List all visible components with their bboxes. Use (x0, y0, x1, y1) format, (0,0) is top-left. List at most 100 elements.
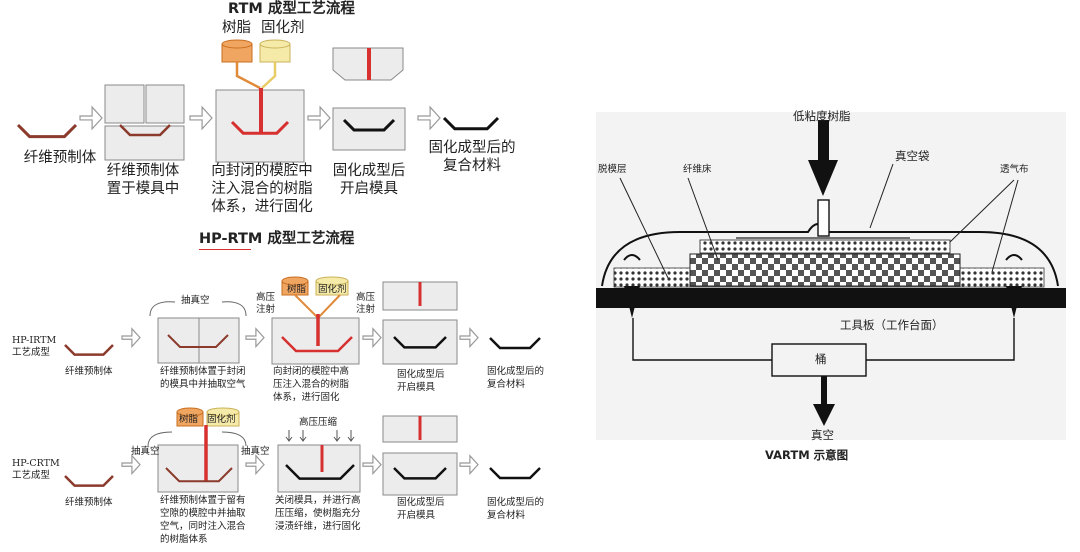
irtm-pressure-left-line1: 高压 (256, 292, 276, 303)
rtm-resin-line (235, 62, 261, 90)
vartm-inlet-tube (817, 199, 830, 237)
irtm-pressure-right-line1: 高压 (356, 292, 376, 303)
irtm-step-3-label-line3: 体系，进行固化 (273, 392, 340, 403)
rtm-preform (16, 123, 78, 139)
vartm-bag-label: 真空袋 (895, 149, 930, 163)
irtm-step-2-label-line2: 的模具中并抽取空气 (160, 379, 246, 390)
crtm-step-2-label-line4: 的树脂体系 (160, 534, 208, 545)
rtm-step-3-label-line2: 注入混合的树脂 (211, 181, 313, 197)
crtm-open-mold-lower (382, 452, 458, 496)
irtm-row-label-line1: HP-IRTM (12, 335, 57, 346)
vartm-caption: VARTM 示意图 (765, 448, 849, 462)
vartm-breather-leader-2 (991, 179, 1019, 273)
vartm-distribution-layer (699, 239, 951, 254)
crtm-step-3-label-line2: 压压缩，使树脂充分 (275, 508, 361, 519)
vartm-left-port (623, 254, 641, 261)
vartm-resin-inlet-shaft (818, 120, 829, 172)
irtm-pressure-left-line2: 注射 (256, 304, 276, 315)
vartm-bed-label: 纤维床 (683, 164, 712, 175)
crtm-step-2-label-line3: 空气，同时注入混合 (160, 521, 246, 532)
vartm-resin-inlet-arrowhead (808, 160, 838, 196)
crtm-step-3-label-line3: 浸渍纤维，进行固化 (275, 521, 361, 532)
rtm-step-5-label-line2: 复合材料 (443, 158, 501, 174)
irtm-pressure-right-line2: 注射 (356, 304, 376, 315)
rtm-hardener-tank-top (259, 39, 291, 49)
crtm-gap-mold (157, 444, 239, 493)
irtm-arrow-1 (121, 327, 141, 349)
irtm-mold-right (198, 317, 240, 364)
vartm-release-label: 脱模层 (598, 164, 627, 175)
crtm-vacuum-curve-left (147, 431, 173, 447)
irtm-step-5-label-line1: 固化成型后的 (487, 366, 545, 377)
vartm-release-leader (619, 177, 669, 279)
irtm-row-label-line2: 工艺成型 (12, 347, 51, 358)
crtm-hardener-tank-top (206, 407, 240, 417)
irtm-vacuum-curve-left (149, 301, 176, 317)
irtm-step-4-label-line1: 固化成型后 (397, 369, 445, 380)
hp-title: HP-RTM 成型工艺流程 (199, 231, 355, 247)
rtm-arrow-2 (189, 105, 213, 131)
crtm-step-5-label-line2: 复合材料 (487, 510, 526, 521)
rtm-step-2-label-line1: 纤维预制体 (106, 163, 180, 179)
vartm-tool-plate (596, 288, 1066, 308)
vartm-breather-label: 透气布 (1000, 164, 1029, 175)
crtm-pressure-arrow-4 (347, 430, 355, 442)
hp-title-underline (199, 249, 251, 250)
vartm-tool-label: 工具板（工作台面） (840, 318, 944, 332)
vartm-right-line (866, 318, 1015, 361)
irtm-arrow-3 (362, 327, 382, 349)
vartm-vacuum-arrowhead (813, 404, 835, 426)
crtm-row-label-line1: HP-CRTM (12, 458, 60, 469)
crtm-step-3-label-line1: 关闭模具，并进行高 (275, 495, 361, 506)
crtm-cured-in-mold (393, 467, 447, 480)
irtm-vacuum-curve-right (221, 301, 247, 317)
irtm-injected-part (281, 336, 353, 353)
crtm-resin-label: 树脂 (179, 414, 199, 425)
crtm-step-1-label: 纤维预制体 (65, 497, 113, 508)
crtm-compressed-part (285, 464, 355, 480)
irtm-resin-tank-top (281, 276, 309, 286)
rtm-mold-split-right (145, 84, 185, 124)
crtm-hardener-label: 固化剂 (207, 414, 236, 425)
rtm-step-4-label-line1: 固化成型后 (332, 163, 406, 179)
vartm-fiber-bed (689, 253, 961, 287)
vartm-bucket-label: 桶 (815, 352, 827, 366)
rtm-step-3-label-line3: 体系，进行固化 (211, 199, 313, 215)
irtm-step-1-label: 纤维预制体 (65, 366, 113, 377)
irtm-vacuum-label: 抽真空 (181, 295, 210, 306)
crtm-resin-tank-top (176, 407, 204, 417)
vartm-right-outlet-arrow (1006, 286, 1022, 318)
crtm-step-2-label-line1: 纤维预制体置于留有 (160, 495, 246, 506)
rtm-cured-in-mold (342, 118, 396, 132)
crtm-step-5-label-line1: 固化成型后的 (487, 497, 545, 508)
rtm-final-part (442, 116, 500, 131)
irtm-cured-in-mold (393, 336, 447, 349)
irtm-preform (64, 344, 114, 356)
irtm-step-4-label-line2: 开启模具 (397, 382, 436, 393)
rtm-mold-preform (119, 124, 171, 137)
irtm-hardener-tank-top (315, 276, 349, 286)
rtm-step-5-label-line1: 固化成型后的 (428, 140, 516, 156)
irtm-step-3-label-line2: 压注入混合的树脂 (273, 379, 350, 390)
crtm-pressure-arrow-1 (285, 430, 293, 442)
irtm-final-part (489, 337, 541, 350)
crtm-step-4-label-line2: 开启模具 (397, 510, 436, 521)
irtm-arrow-2 (245, 327, 265, 349)
vartm-bucket-box (771, 343, 867, 377)
crtm-step-2-label-line2: 空隙的模腔中并抽取 (160, 508, 246, 519)
rtm-step-4-label-line2: 开启模具 (340, 181, 398, 197)
vartm-resin-label: 低粘度树脂 (793, 109, 851, 123)
irtm-mold-preform (167, 334, 229, 348)
crtm-vacuum-curve-right (221, 431, 247, 447)
crtm-arrow-1 (121, 454, 141, 476)
rtm-step-2-label-line2: 置于模具中 (106, 181, 180, 197)
irtm-resin-label: 树脂 (287, 284, 307, 295)
rtm-mold-lower (104, 125, 185, 161)
rtm-arrow-1 (79, 105, 103, 131)
vartm-breather-leader-1 (949, 179, 1015, 243)
vartm-left-outlet-arrow (624, 286, 640, 318)
crtm-mold-preform (165, 467, 233, 483)
vartm-right-port (1005, 254, 1023, 261)
